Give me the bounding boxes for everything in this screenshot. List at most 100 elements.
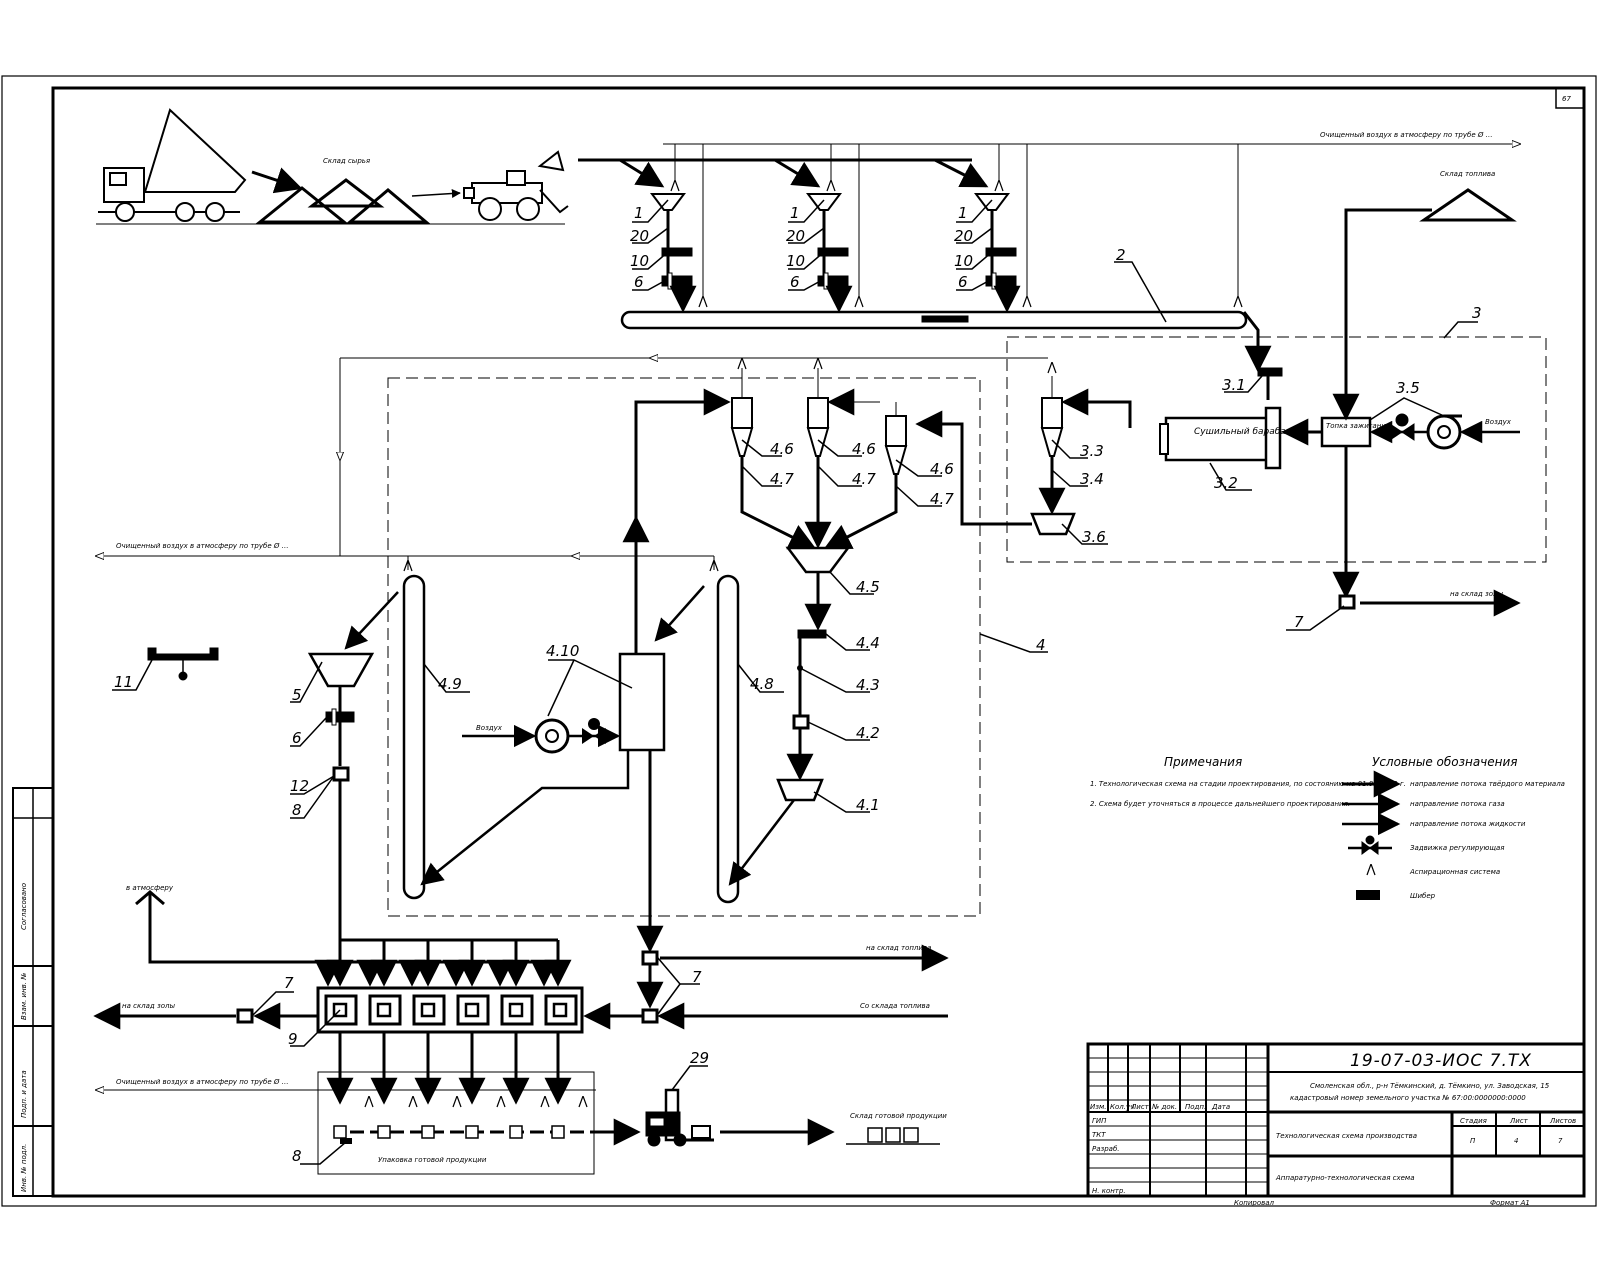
manifold-branches — [314, 940, 572, 987]
belt-to-dryer — [1242, 311, 1272, 373]
dryer-to-cyclone — [1061, 388, 1132, 428]
tb-row-2: ТКТ — [1092, 1131, 1106, 1139]
label-35: 3.5 — [1396, 379, 1420, 397]
legend-item-1: направление потока твёрдого материала — [1410, 780, 1565, 788]
title-block — [1086, 1042, 1586, 1198]
notes-title: Примечания — [1164, 755, 1242, 769]
label-46a: 4.6 — [770, 440, 794, 458]
leader-49 — [423, 663, 470, 693]
to-atm-mark — [135, 890, 165, 906]
product-store-label: Склад готовой продукции — [850, 1112, 947, 1120]
legend-item-5: Аспирационная система — [1409, 868, 1500, 876]
clean-air-left-label: Очищенный воздух в атмосферу по трубе Ø … — [116, 542, 289, 550]
label-3: 3 — [1472, 304, 1482, 322]
ash-valve-left — [236, 1008, 254, 1024]
label-7-left: 7 — [284, 974, 294, 992]
ash-valve-right — [1338, 594, 1356, 610]
fuel-pile — [1419, 188, 1517, 222]
label-6: 6 — [292, 729, 302, 747]
label-47b: 4.7 — [852, 470, 876, 488]
label-h1-10: 10 — [630, 252, 649, 270]
packing-boundary — [317, 1071, 595, 1175]
label-31: 3.1 — [1222, 376, 1246, 394]
units-to-packing — [326, 1032, 572, 1105]
doc-address: Смоленская обл., р-н Тёмкинский, д. Тёмк… — [1310, 1082, 1550, 1090]
valve-12 — [332, 766, 350, 782]
dump-truck — [98, 108, 247, 222]
scale-11 — [147, 647, 219, 681]
product-store — [846, 1127, 940, 1145]
forklift-29 — [645, 1088, 714, 1147]
leader-5 — [290, 661, 323, 703]
leader-7-fuel-b — [657, 983, 681, 1015]
label-41: 4.1 — [856, 796, 880, 814]
corner-mark: 67 — [1562, 95, 1571, 103]
leaders-hoppers — [632, 199, 993, 291]
leader-29 — [671, 1065, 708, 1091]
stage-head: Стадия — [1460, 1117, 1487, 1125]
mill-to-elevator49 — [420, 750, 630, 886]
dryer-drum — [1159, 367, 1283, 470]
label-2: 2 — [1116, 246, 1126, 264]
sheets-value: 7 — [1558, 1137, 1563, 1145]
packing-label: Упаковка готовой продукции — [378, 1156, 487, 1164]
leader-33 — [1051, 439, 1088, 459]
tb-col-1: Изм. — [1090, 1103, 1106, 1111]
label-7-right: 7 — [1294, 613, 1304, 631]
side-stamp-3: Взам. инв. № — [20, 972, 28, 1020]
label-48: 4.8 — [750, 675, 774, 693]
sheets-head: Листов — [1549, 1117, 1576, 1125]
label-h1-1: 1 — [634, 204, 644, 222]
side-stamp-4: Согласовано — [20, 883, 28, 930]
raw-piles — [255, 178, 431, 224]
cyclone-46-a — [730, 368, 754, 457]
label-h2-10: 10 — [786, 252, 805, 270]
label-h2-6: 6 — [790, 273, 800, 291]
legend-symbols — [1342, 770, 1401, 855]
units-row-9 — [316, 986, 584, 1034]
tb-row-1: ГИП — [1092, 1117, 1107, 1125]
gate-6-mark — [331, 708, 337, 726]
leader-12 — [290, 775, 335, 795]
mill-to-cyclone — [634, 388, 731, 654]
leader-8-b — [300, 1141, 347, 1165]
elevator48-to-mill — [654, 585, 705, 642]
gate-44 — [797, 629, 827, 639]
damper-icon — [1389, 413, 1415, 441]
doc-sheet-title: Технологическая схема производства — [1276, 1132, 1417, 1140]
air-right-label: Воздух — [1485, 418, 1512, 426]
legend-item-4: Задвижка регулирующая — [1410, 844, 1505, 852]
label-47c: 4.7 — [930, 490, 954, 508]
legend-item-6: Шибер — [1410, 892, 1436, 900]
doc-cadastral: кадастровый номер земельного участка № 6… — [1290, 1094, 1526, 1102]
label-5: 5 — [292, 686, 302, 704]
raw-store-label: Склад сырья — [323, 157, 370, 165]
furnace-label: Топка зажигания — [1326, 422, 1390, 430]
hopper-line-3 — [974, 193, 1021, 313]
leader-6 — [290, 717, 327, 747]
notes-item-1: 1. Технологическая схема на стадии проек… — [1090, 780, 1406, 788]
cyclone-46-b — [806, 368, 830, 457]
leader-31 — [1224, 375, 1263, 393]
label-34: 3.4 — [1080, 470, 1104, 488]
label-32: 3.2 — [1214, 474, 1238, 492]
leader-48 — [737, 663, 784, 693]
hopper-5 — [307, 652, 375, 688]
label-h3-10: 10 — [954, 252, 973, 270]
label-h1-6: 6 — [634, 273, 644, 291]
gate-6 — [325, 711, 355, 723]
wheel-loader — [463, 170, 569, 221]
aspiration-risers-top — [674, 144, 1239, 298]
tb-col-2: Кол.уч — [1110, 1103, 1134, 1111]
truck-flow — [251, 167, 303, 194]
fan-35 — [1426, 414, 1462, 450]
label-12: 12 — [290, 777, 309, 795]
outer-frame — [1, 75, 1597, 1207]
air-left-label: Воздух — [476, 724, 503, 732]
valve-fuel-top — [641, 950, 659, 966]
drying-unit-boundary — [1006, 336, 1547, 563]
aspiration-packing — [364, 1096, 588, 1108]
legend-title: Условные обозначения — [1372, 755, 1518, 769]
leader-7-left — [251, 991, 294, 1017]
